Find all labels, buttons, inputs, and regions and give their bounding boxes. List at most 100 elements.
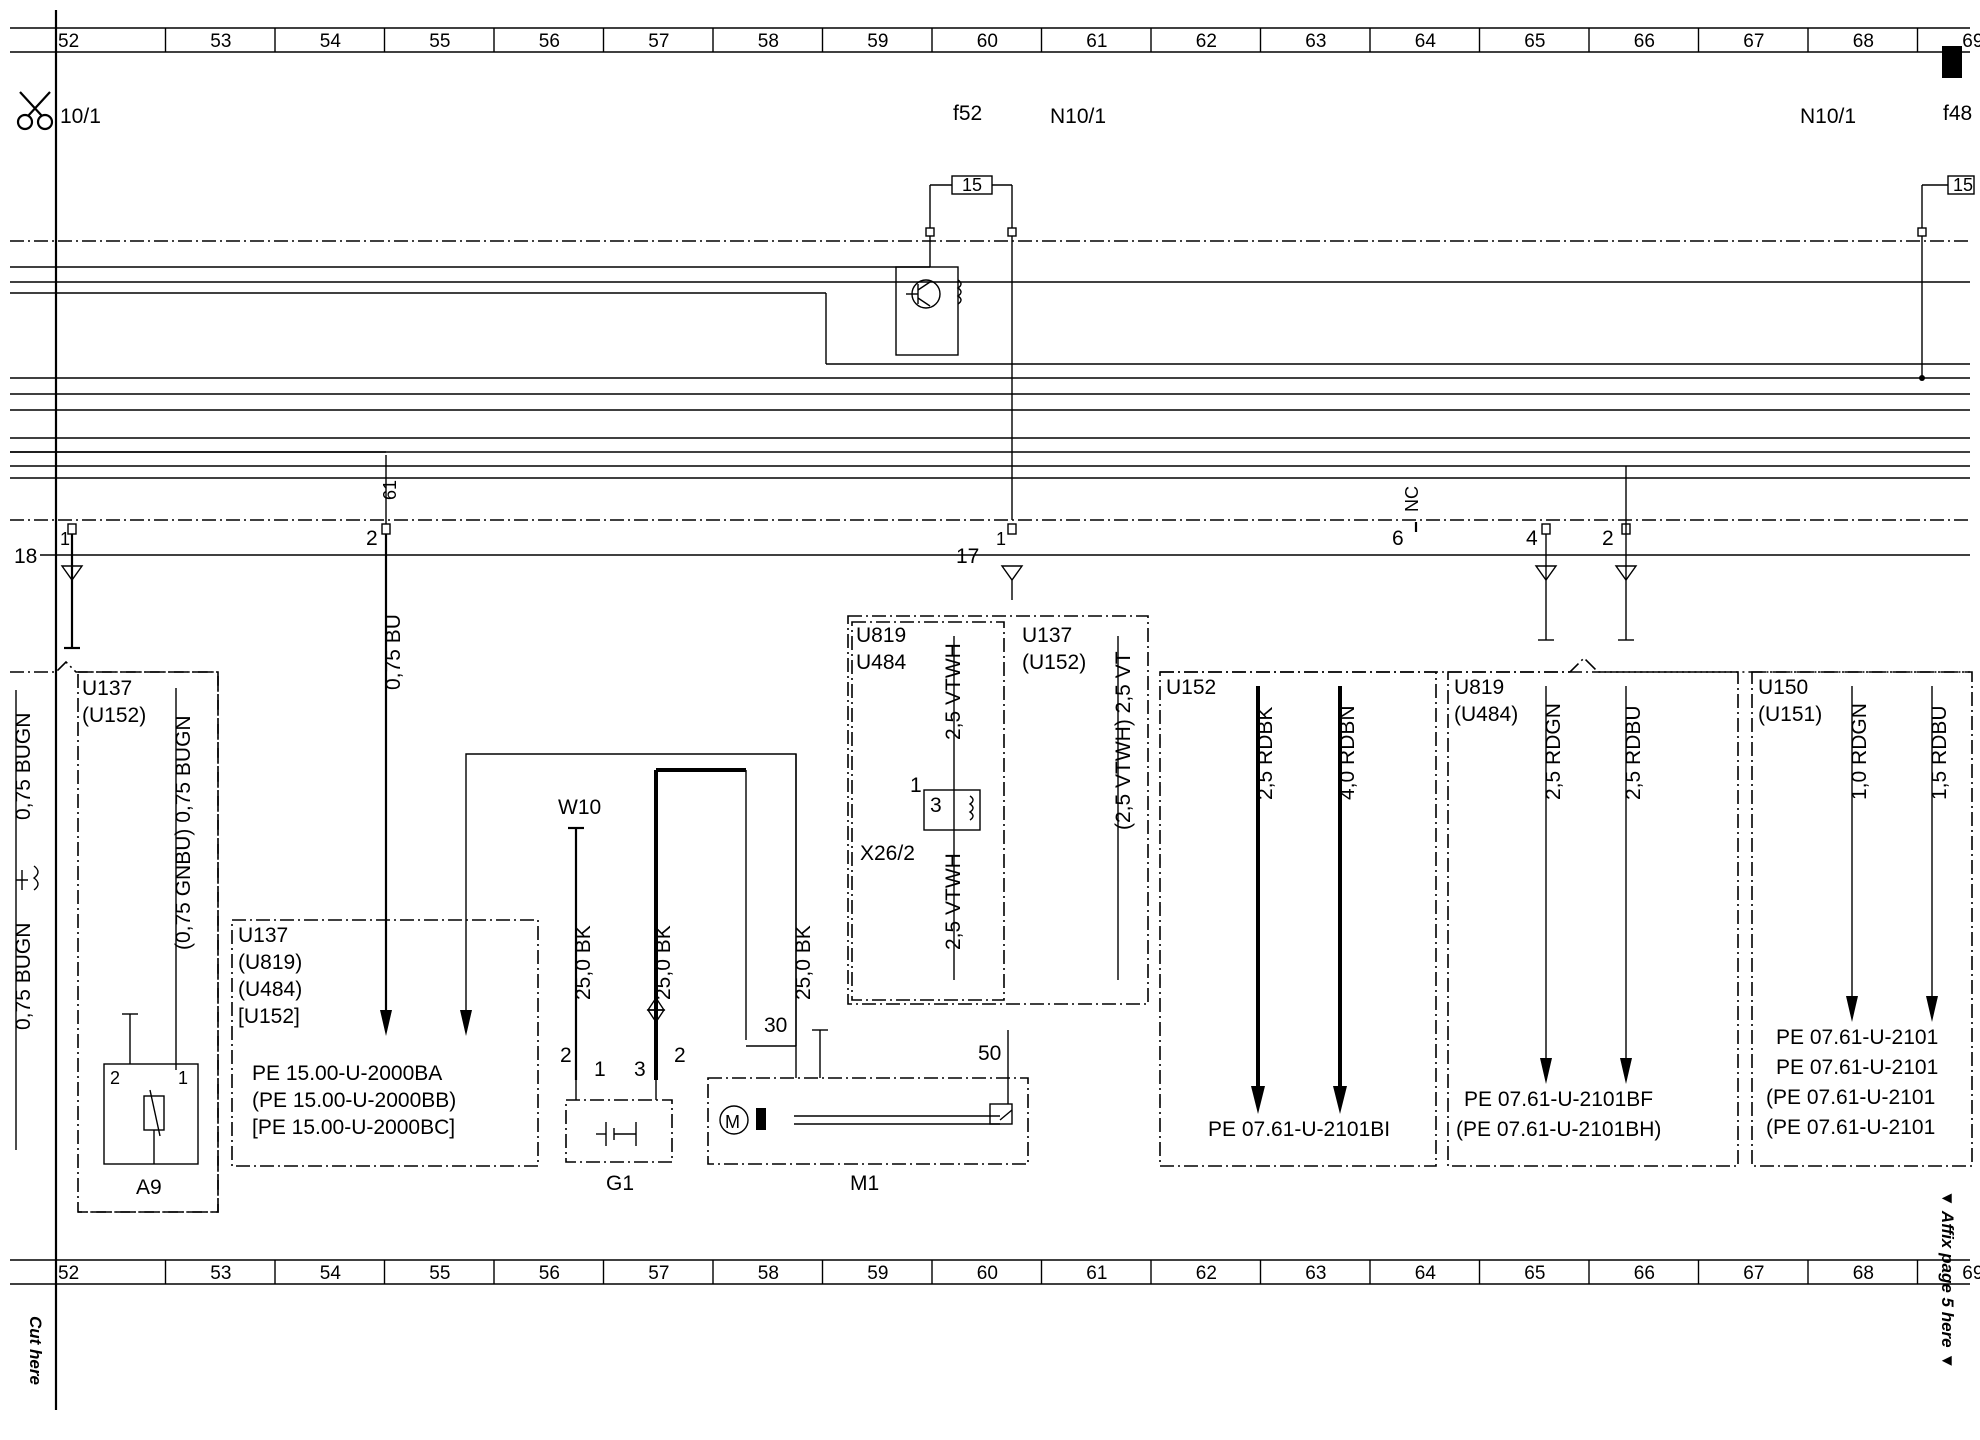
grid-column-number: 66 <box>1634 1263 1655 1284</box>
pin17-label: 17 <box>956 545 979 568</box>
u150-label: U150 <box>1758 676 1808 699</box>
rdbu-25-label: 2,5 RDBU <box>1622 705 1645 800</box>
grid-column-number: 63 <box>1305 1263 1326 1284</box>
grid-column-number: 65 <box>1524 1263 1545 1284</box>
u152-ref-label: [U152] <box>238 1005 300 1028</box>
u152-left-label: (U152) <box>82 704 146 727</box>
grid-column-number: 54 <box>320 1263 342 1284</box>
grid-column-number: 64 <box>1415 1263 1437 1284</box>
u150-block <box>1751 671 1973 1167</box>
ref-pe15c: [PE 15.00-U-2000BC] <box>252 1116 455 1139</box>
grid-column-number: 55 <box>429 31 450 52</box>
ref-pe-r2: PE 07.61-U-2101 <box>1776 1056 1938 1079</box>
grid-column-number: 56 <box>539 1263 560 1284</box>
pin1-mid-label: 1 <box>996 529 1006 549</box>
grid-column-number: 57 <box>648 31 669 52</box>
grid-column-number: 68 <box>1853 31 1874 52</box>
bu-075-label: 0,75 BU <box>382 614 405 690</box>
pin-markers-top <box>925 227 1927 237</box>
g1-term2-right: 2 <box>674 1044 686 1067</box>
u152-center-label: (U152) <box>1022 651 1086 674</box>
n10-mid-label: N10/1 <box>1050 105 1106 128</box>
grid-column-number: 63 <box>1305 31 1326 52</box>
grid-column-number: 55 <box>429 1263 450 1284</box>
u819-center-block <box>851 621 1005 1001</box>
grid-column-number: 69 <box>1962 1263 1980 1284</box>
u137-center-label: U137 <box>1022 624 1072 647</box>
bus-lines <box>10 266 1970 479</box>
grid-column-number: 69 <box>1962 31 1980 52</box>
gnbu-bugn-label: (0,75 GNBU) 0,75 BUGN <box>172 715 195 950</box>
u151-label: (U151) <box>1758 703 1822 726</box>
u819-ref-label: (U819) <box>238 951 302 974</box>
m1-term30: 30 <box>764 1014 787 1037</box>
vtwh-vt-label: (2,5 VTWH) 2,5 VT <box>1112 651 1135 830</box>
x26-pin3: 3 <box>930 794 942 817</box>
u484-right-label: (U484) <box>1454 703 1518 726</box>
svg-text:15: 15 <box>962 175 982 195</box>
grid-column-number: 52 <box>58 31 79 52</box>
grid-column-number: 56 <box>539 31 560 52</box>
g1-term2-left: 2 <box>560 1044 572 1067</box>
ref-pe15b: (PE 15.00-U-2000BB) <box>252 1089 456 1112</box>
grid-column-number: 65 <box>1524 31 1545 52</box>
grid-column-number: 61 <box>1086 31 1107 52</box>
a9-pin2: 2 <box>110 1068 120 1088</box>
g1-term1: 1 <box>594 1058 606 1081</box>
center-module-boundary <box>847 615 1149 1005</box>
bugn-upper-label: 0,75 BUGN <box>12 713 35 820</box>
n10-right-label: N10/1 <box>1800 105 1856 128</box>
transistor-module <box>895 236 962 356</box>
cut-here-text: Cut here <box>26 1316 45 1385</box>
rdbn-label: 4,0 RDBN <box>1336 705 1359 800</box>
grid-column-number: 67 <box>1743 1263 1764 1284</box>
fuse-f48: 15 <box>1921 175 1975 228</box>
ref-pe-r1: PE 07.61-U-2101 <box>1776 1026 1938 1049</box>
grid-column-number: 58 <box>758 31 779 52</box>
u484-center-label: U484 <box>856 651 907 674</box>
u819-right-label: U819 <box>1454 676 1504 699</box>
rdbk-label: 2,5 RDBK <box>1254 707 1277 800</box>
f48-label: f48 <box>1943 102 1972 125</box>
right-module-boundary <box>1160 656 1970 673</box>
rdbu-15-label: 1,5 RDBU <box>1928 705 1951 800</box>
grid-column-number: 61 <box>1086 1263 1107 1284</box>
ref-pe-bf: PE 07.61-U-2101BF <box>1464 1088 1653 1111</box>
bugn-lower-label: 0,75 BUGN <box>12 923 35 1030</box>
u484-ref-label: (U484) <box>238 978 302 1001</box>
u137-ref-label: U137 <box>238 924 288 947</box>
grid-column-number: 59 <box>867 31 888 52</box>
f52-label: f52 <box>953 102 982 125</box>
m1-bk-label: 25,0 BK <box>792 925 815 1000</box>
fuse-f52: 15 <box>929 175 1013 228</box>
g1-bk-label: 25,0 BK <box>652 925 675 1000</box>
grid-column-number: 62 <box>1196 31 1217 52</box>
m1-starter <box>707 1029 1029 1165</box>
m1-label: M1 <box>850 1172 879 1195</box>
a9-relay <box>103 1013 199 1165</box>
m1-term50: 50 <box>978 1042 1001 1065</box>
pin4-label: 4 <box>1526 527 1538 550</box>
rdgn-10-label: 1,0 RDGN <box>1848 703 1871 800</box>
motor-symbol: M <box>725 1112 740 1132</box>
g1-battery <box>565 996 673 1163</box>
vtwh-lower-label: 2,5 VTWH <box>942 853 965 950</box>
a9-label: A9 <box>136 1176 162 1199</box>
grid-column-number: 54 <box>320 31 342 52</box>
grid-column-number: 57 <box>648 1263 669 1284</box>
ref-pe15a: PE 15.00-U-2000BA <box>252 1062 442 1085</box>
u137-block <box>77 671 219 1213</box>
grid-column-number: 68 <box>1853 1263 1874 1284</box>
pin18-label: 18 <box>14 545 37 568</box>
a9-pin1: 1 <box>178 1068 188 1088</box>
pin6-label: 6 <box>1392 527 1404 550</box>
w10-label: W10 <box>558 796 601 819</box>
u819-center-label: U819 <box>856 624 906 647</box>
rdgn-25-label: 2,5 RDGN <box>1542 703 1565 800</box>
grid-column-number: 60 <box>977 1263 998 1284</box>
grid-column-number: 53 <box>210 31 231 52</box>
n10-left-label: 10/1 <box>60 105 101 128</box>
grid-column-number: 62 <box>1196 1263 1217 1284</box>
